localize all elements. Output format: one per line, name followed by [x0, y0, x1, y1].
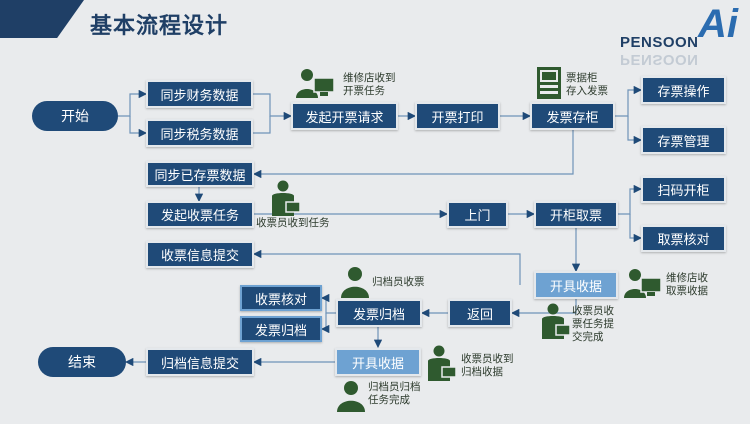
person-computer-icon — [296, 69, 335, 98]
return-node[interactable]: 返回 — [448, 299, 512, 327]
visit-node[interactable]: 上门 — [447, 201, 508, 228]
note-cabinet-store: 票据柜 存入发票 — [566, 72, 608, 97]
edge-open-verify — [629, 214, 643, 243]
edge-receipt-submit — [252, 249, 521, 285]
edge-tax-request — [253, 116, 271, 134]
note-collector-receive: 收票员收到任务 — [256, 217, 330, 229]
verify-receive-node[interactable]: 收票核对 — [240, 285, 322, 311]
request-invoice-node[interactable]: 发起开票请求 — [291, 102, 398, 130]
note-archivist-collect: 归档员收票 — [372, 276, 425, 288]
logo-ai: Ai — [698, 2, 738, 46]
submit-archive-info-node[interactable]: 归档信息提交 — [146, 348, 254, 376]
note-repair-collect: 维修店收 取票收据 — [666, 272, 708, 297]
cabinet-icon — [537, 67, 561, 99]
edge-start-tax — [129, 116, 148, 138]
verify-collect-node[interactable]: 取票核对 — [641, 225, 726, 252]
edge-open-scan — [618, 184, 643, 215]
note-repair-receive: 维修店收到 开票任务 — [343, 72, 396, 97]
scan-open-node[interactable]: 扫码开柜 — [641, 176, 726, 203]
edge-start-sync — [118, 89, 148, 117]
issue-receipt-node-2[interactable]: 开具收据 — [335, 348, 421, 376]
deposit-op-node[interactable]: 存票操作 — [641, 76, 726, 104]
logo: PENSOON PENSOON Ai — [620, 2, 746, 68]
page-title: 基本流程设计 — [90, 14, 229, 39]
edge-archive-file — [320, 313, 330, 334]
store-invoice-node[interactable]: 发票存柜 — [530, 102, 615, 130]
invoice-archive-node[interactable]: 发票归档 — [336, 299, 422, 327]
deposit-mgmt-node[interactable]: 存票管理 — [641, 126, 726, 154]
print-invoice-node[interactable]: 开票打印 — [415, 102, 500, 130]
open-cabinet-node[interactable]: 开柜取票 — [534, 201, 618, 228]
logo-text: PENSOON — [620, 34, 699, 51]
start-collect-node[interactable]: 发起收票任务 — [146, 201, 254, 228]
edge-store-sync-stored — [252, 130, 574, 179]
person-briefcase-icon — [428, 345, 457, 381]
edge-receipt-return — [510, 299, 577, 318]
edge-store-deposit-op — [615, 85, 643, 117]
note-collector-archive-receipt: 收票员收到 归档收据 — [461, 353, 514, 378]
sync-finance-node[interactable]: 同步财务数据 — [146, 80, 253, 108]
issue-receipt-node-1[interactable]: 开具收据 — [534, 271, 618, 299]
edge-sync-request — [253, 93, 293, 121]
person-briefcase-icon — [542, 303, 571, 339]
note-archivist-done: 归档员归档 任务完成 — [368, 381, 421, 406]
person-briefcase-icon — [272, 180, 301, 216]
person-icon — [341, 267, 369, 298]
edge-archive-verify — [320, 293, 336, 314]
person-computer-icon — [624, 269, 662, 298]
person-icon — [337, 381, 365, 412]
edge-store-deposit-mgmt — [627, 116, 643, 145]
end-node[interactable]: 结束 — [38, 347, 126, 377]
invoice-file-node[interactable]: 发票归档 — [240, 316, 322, 342]
note-collector-done: 收票员收 票任务提 交完成 — [572, 305, 614, 343]
submit-collect-info-node[interactable]: 收票信息提交 — [146, 241, 254, 268]
sync-tax-node[interactable]: 同步税务数据 — [146, 119, 253, 147]
start-node[interactable]: 开始 — [32, 101, 118, 131]
sync-stored-node[interactable]: 同步已存票数据 — [146, 161, 254, 187]
